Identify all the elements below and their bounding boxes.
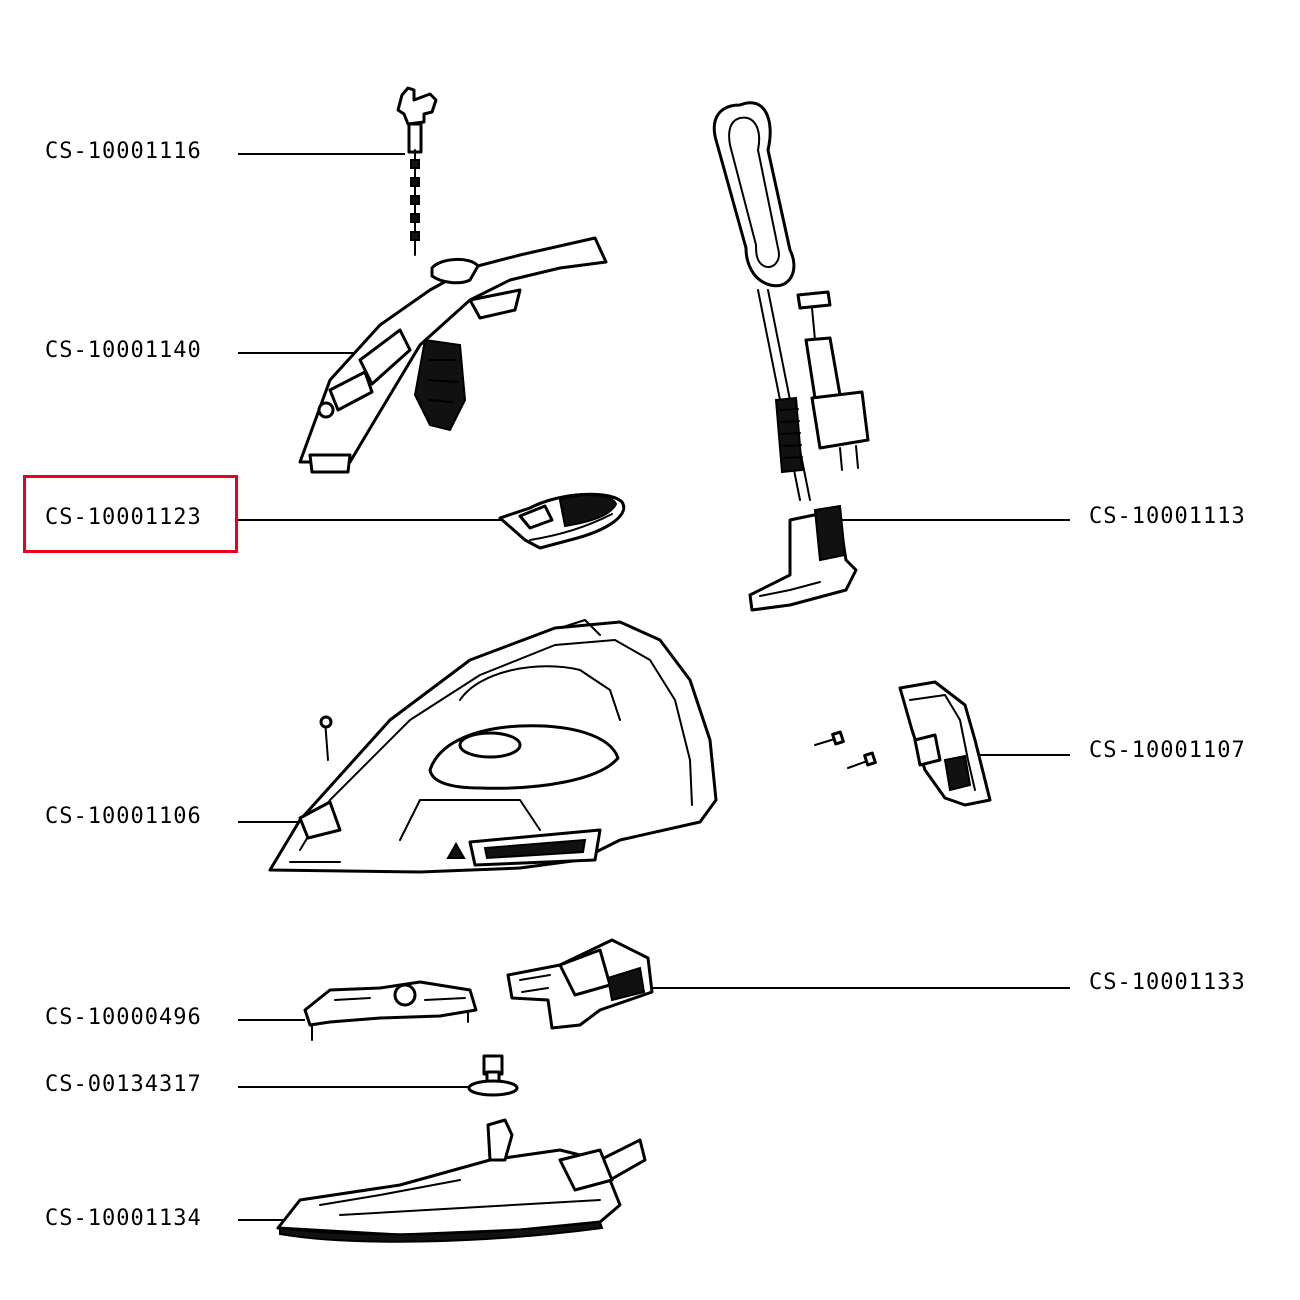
part-label-cs-10001116[interactable]: CS-10001116 <box>45 139 202 164</box>
part-label-cs-10001134[interactable]: CS-10001134 <box>45 1206 202 1231</box>
part-label-cs-10001123[interactable]: CS-10001123 <box>45 505 202 530</box>
selected-part-highlight <box>23 475 238 553</box>
part-label-cs-00134317[interactable]: CS-00134317 <box>45 1072 202 1097</box>
part-label-cs-10001106[interactable]: CS-10001106 <box>45 804 202 829</box>
part-label-cs-10001133[interactable]: CS-10001133 <box>1089 970 1246 995</box>
part-cs-10001123-drawing <box>498 492 626 550</box>
part-label-cs-10001140[interactable]: CS-10001140 <box>45 338 202 363</box>
part-label-cs-10001107[interactable]: CS-10001107 <box>1089 738 1246 763</box>
part-cs-00134317-drawing <box>467 1054 519 1097</box>
part-label-cs-10001113[interactable]: CS-10001113 <box>1089 504 1246 529</box>
part-cs-10001116-drawing <box>396 86 438 256</box>
part-cs-10001140-drawing <box>298 236 608 474</box>
part-label-cs-10000496[interactable]: CS-10000496 <box>45 1005 202 1030</box>
part-cs-10001134-drawing <box>276 1118 647 1243</box>
part-cs-10000496-drawing <box>303 980 478 1041</box>
leader-lines <box>238 153 1070 1221</box>
part-cs-10001106-drawing <box>268 619 718 874</box>
part-cs-10001113-drawing <box>712 101 870 612</box>
part-cs-10001133-drawing <box>506 938 654 1030</box>
part-cs-10001107-drawing <box>814 680 992 807</box>
